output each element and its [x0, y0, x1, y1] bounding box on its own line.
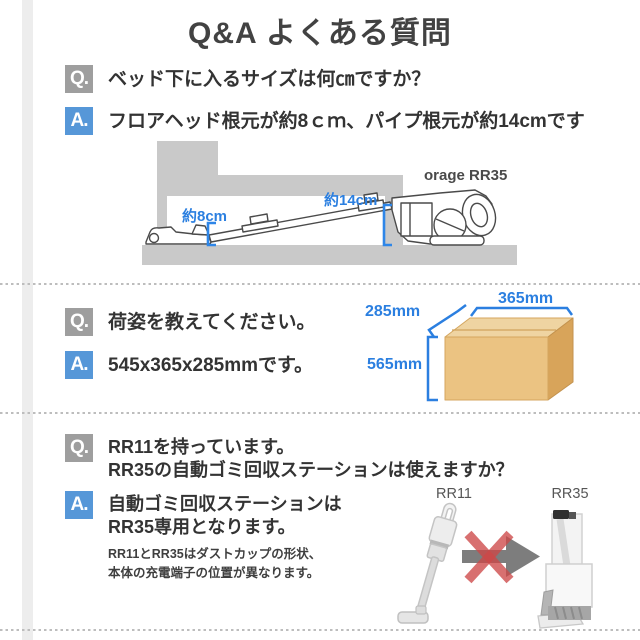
page-edge-strip: [22, 0, 33, 640]
a-badge-label: A.: [70, 353, 89, 375]
a-badge-2: A.: [65, 351, 93, 379]
dim-height-label: 565mm: [367, 356, 423, 373]
question-3-line2: RR35の自動ゴミ回収ステーションは使えますか？: [108, 460, 514, 480]
page-title: Q&A よくある質問: [188, 17, 452, 50]
product-name-label: orage RR35: [424, 167, 508, 184]
question-3: RR11を持っています。 RR35の自動ゴミ回収ステーションは使えますか？: [108, 436, 514, 482]
q-badge-2: Q.: [65, 308, 93, 336]
note-line1: RR11とRR35はダストカップの形状、: [108, 547, 322, 561]
box-dimension-lines: [426, 304, 574, 402]
rr11-product-image: [397, 502, 458, 624]
rr11-label: RR11: [436, 486, 472, 502]
rr35-station-image: [537, 510, 593, 629]
a-badge-1: A.: [65, 107, 93, 135]
q-badge-label: Q.: [69, 436, 89, 458]
q-badge-1: Q.: [65, 65, 93, 93]
section-divider-2: [0, 412, 640, 414]
answer-2: 545x365x285mmです。: [108, 355, 314, 376]
q-badge-label: Q.: [69, 67, 89, 89]
dim-depth-label: 285mm: [365, 303, 421, 320]
a-badge-label: A.: [70, 109, 89, 131]
dim-head-label: 約8cm: [182, 208, 228, 225]
rr35-label: RR35: [551, 486, 589, 502]
question-2: 荷姿を教えてください。: [108, 312, 316, 333]
question-3-line1: RR11を持っています。: [108, 437, 295, 457]
measure-brackets: [206, 203, 392, 247]
vacuum-sketch: [145, 189, 497, 246]
note-line2: 本体の充電端子の位置が異なります。: [108, 566, 320, 580]
answer-3: 自動ゴミ回収ステーションは RR35専用となります。: [108, 493, 342, 539]
question-1: ベッド下に入るサイズは何㎝ですか？: [108, 69, 431, 90]
bed-clearance-diagram: [142, 141, 517, 265]
q-badge-label: Q.: [69, 310, 89, 332]
package-box-diagram: [426, 304, 574, 402]
answer-1: フロアヘッド根元が約8ｃｍ、パイプ根元が約14cmです: [108, 111, 585, 132]
x-icon: [464, 530, 514, 584]
cardboard-box: [444, 317, 574, 401]
answer-3-line2: RR35専用となります。: [108, 517, 296, 537]
a-badge-label: A.: [70, 493, 89, 515]
q-badge-3: Q.: [65, 434, 93, 462]
section-divider-1: [0, 283, 640, 285]
dim-pipe-label: 約14cm: [324, 192, 378, 209]
a-badge-3: A.: [65, 491, 93, 519]
compatibility-note: RR11とRR35はダストカップの形状、 本体の充電端子の位置が異なります。: [108, 545, 321, 583]
answer-3-line1: 自動ゴミ回収ステーションは: [108, 494, 342, 514]
section-divider-3: [0, 629, 640, 631]
dim-width-label: 365mm: [498, 290, 554, 307]
